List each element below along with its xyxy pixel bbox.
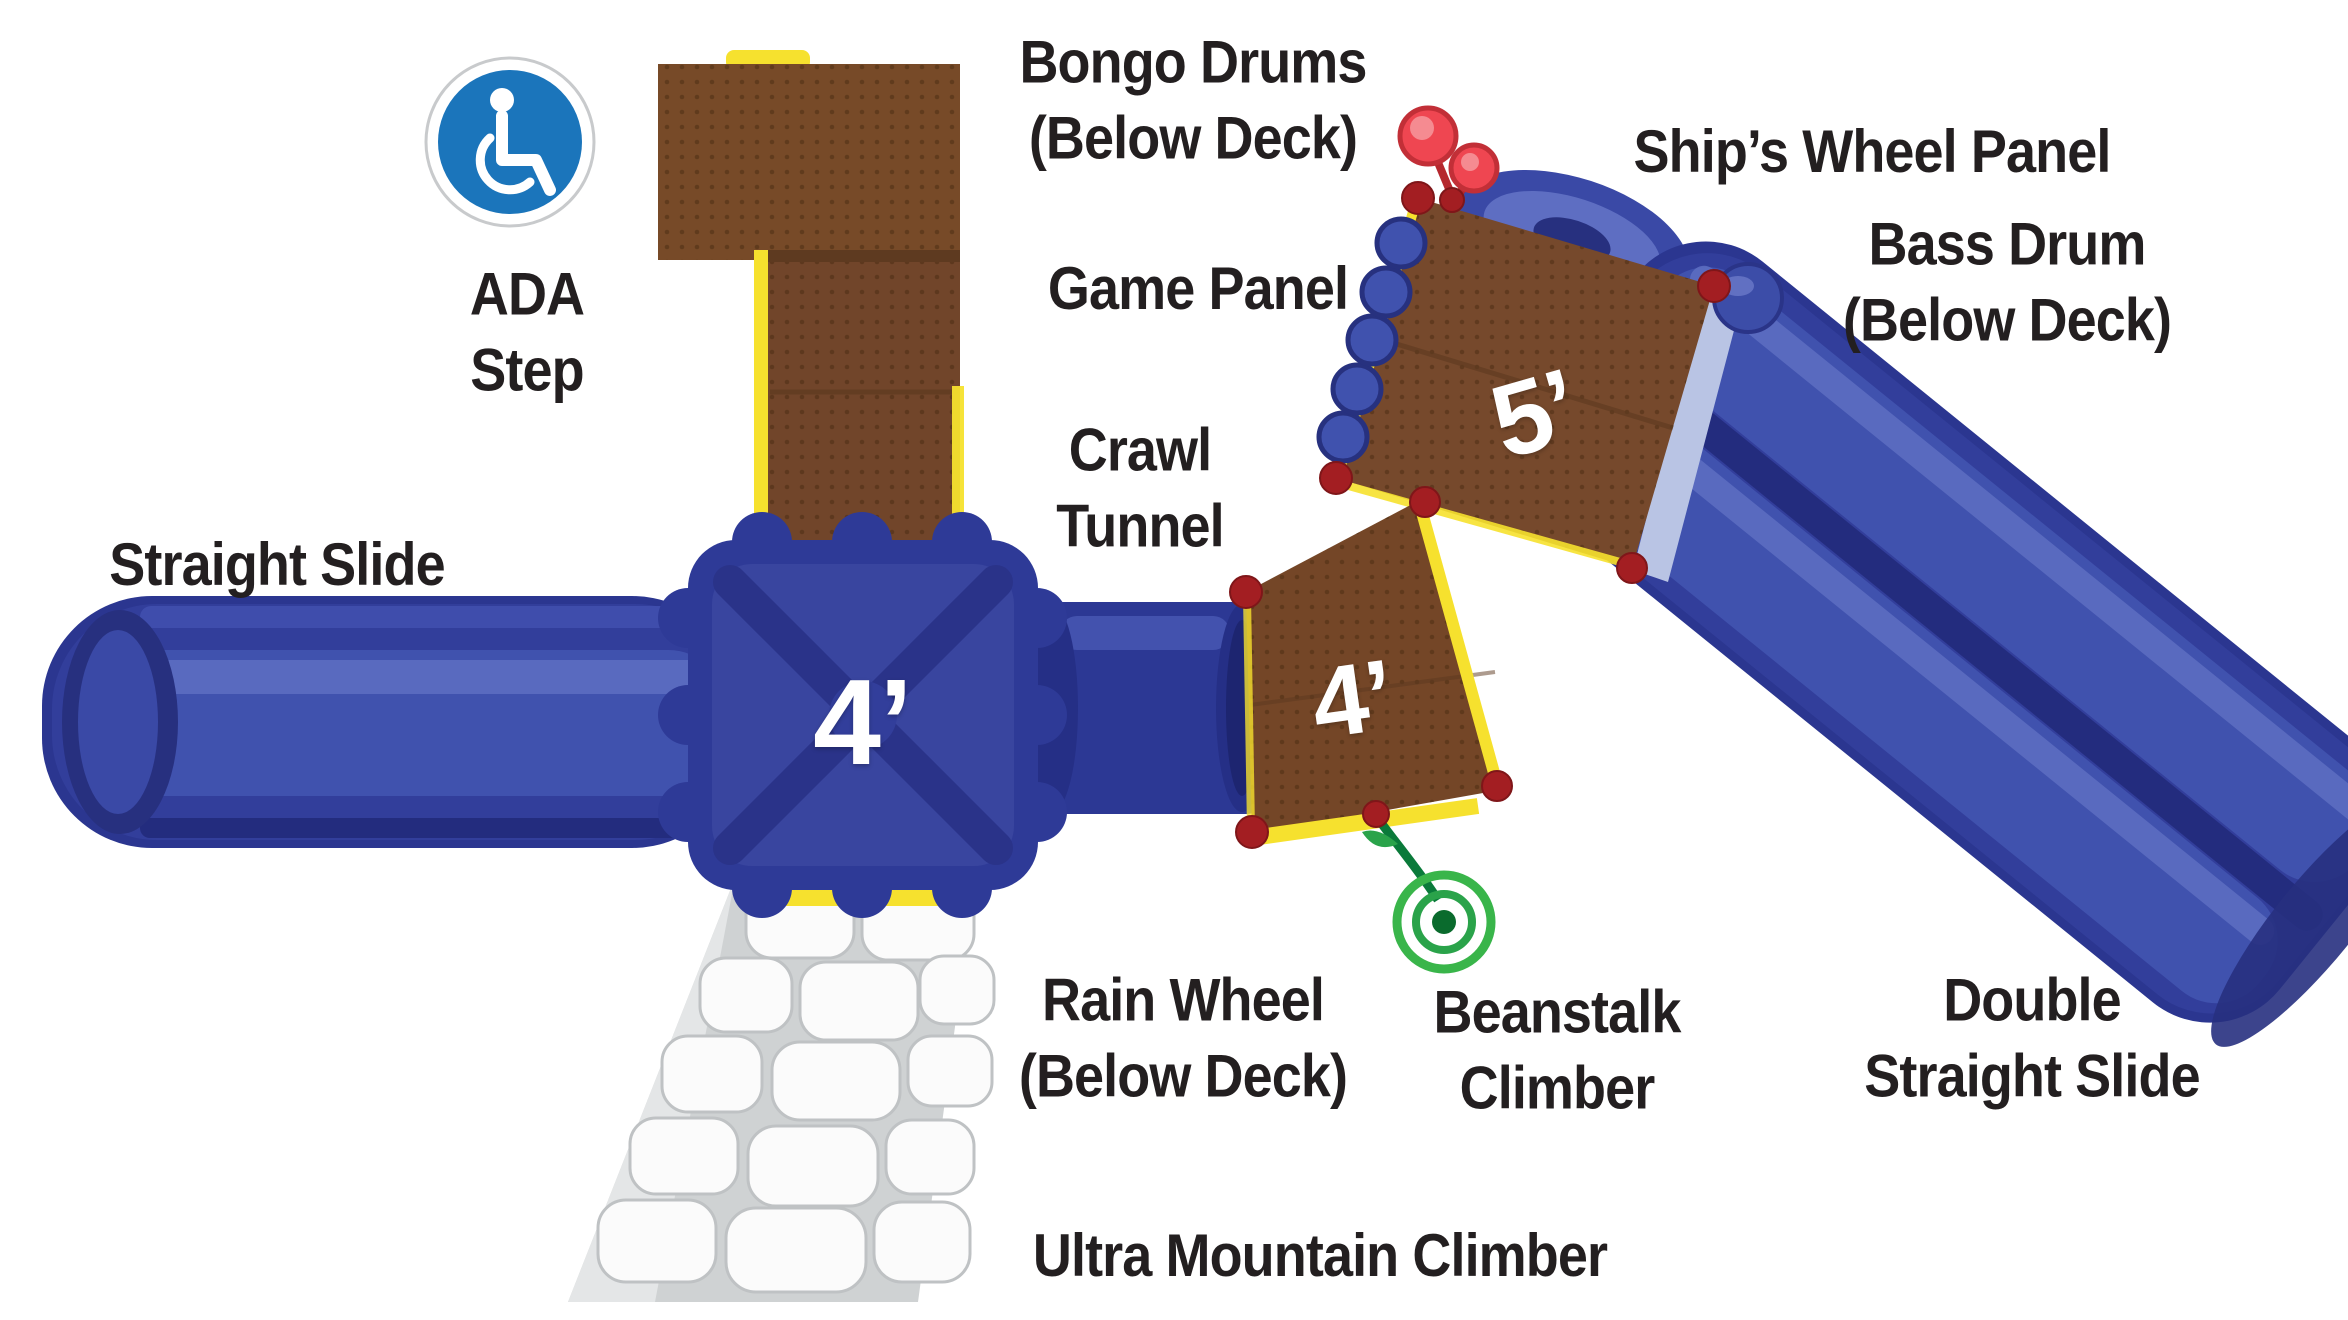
label-line: Tunnel [1056,492,1224,559]
slide-attachment-strip [1633,288,1742,582]
label-line: Ship’s Wheel Panel [1633,118,2112,186]
label-double-straight-slide: Double Straight Slide [1864,962,2200,1113]
game-panel-graphic [1316,216,1428,464]
wheelchair-icon [424,56,596,228]
label-line: Crawl [1068,416,1212,484]
upper-deck-graphic [1335,198,1714,568]
double-straight-slide-graphic [1521,241,2348,1047]
transfer-deck-height-label: 4’ [1304,638,1400,761]
label-straight-slide: Straight Slide [109,527,445,603]
label-line: Game Panel [1047,255,1349,323]
label-line: (Below Deck) [1028,104,1358,171]
label-line: Step [470,336,584,403]
bongo-drums-graphic [1397,105,1500,201]
label-line: ADA [469,260,585,328]
label-line: (Below Deck) [1842,286,2172,353]
label-line: Double [1943,966,2121,1034]
label-ada-step: ADA Step [469,256,585,407]
label-line: Climber [1459,1054,1656,1121]
label-bass-drum: Bass Drum (Below Deck) [1842,206,2172,357]
deck-clamp-dots [1229,181,1731,849]
label-line: Straight Slide [1864,1042,2200,1109]
label-game-panel: Game Panel [1047,251,1349,327]
label-bongo-drums: Bongo Drums (Below Deck) [1019,24,1367,175]
label-beanstalk-climber: Beanstalk Climber [1433,974,1681,1125]
beanstalk-climber-graphic [1362,813,1496,974]
label-ultra-mountain-climber: Ultra Mountain Climber [1032,1218,1608,1294]
label-rain-wheel: Rain Wheel (Below Deck) [1018,962,1348,1113]
label-line: Bass Drum [1868,210,2146,278]
main-deck-height-label: 4’ [813,654,913,790]
label-line: Ultra Mountain Climber [1032,1222,1608,1290]
label-line: Rain Wheel [1041,966,1325,1034]
label-line: Bongo Drums [1019,28,1367,96]
label-line: (Below Deck) [1018,1042,1348,1109]
label-ships-wheel-panel: Ship’s Wheel Panel [1633,114,2112,190]
label-crawl-tunnel: Crawl Tunnel [1056,412,1224,563]
straight-slide-graphic [42,596,742,848]
main-deck-graphic [658,512,1067,918]
label-line: Beanstalk [1433,978,1681,1046]
label-line: Straight Slide [109,531,445,599]
ultra-mountain-climber-graphic [568,878,996,1302]
ada-step-graphic [658,50,964,568]
